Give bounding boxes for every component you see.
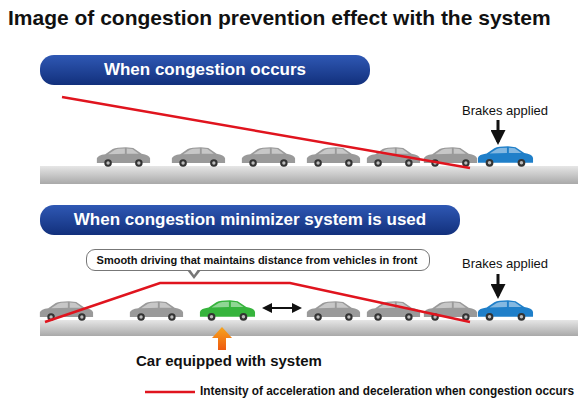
node-text: When congestion minimizer system is used <box>54 210 446 230</box>
grey-cars <box>40 301 477 321</box>
equipped-car <box>200 300 255 320</box>
legend-text: Intensity of acceleration and decelerati… <box>200 384 574 398</box>
brake-label: Brakes applied <box>462 256 548 271</box>
grey-cars <box>97 147 477 167</box>
system-car-label: Car equipped with system <box>136 352 322 369</box>
distance-arrow <box>264 307 300 309</box>
road <box>40 166 578 184</box>
brake-arrow <box>497 120 500 142</box>
brake-label: Brakes applied <box>462 103 548 118</box>
braking-car <box>478 300 533 320</box>
road <box>40 320 578 336</box>
section-banner: When congestion occurs <box>40 55 370 85</box>
indicator-arrow <box>212 327 232 350</box>
intensity-line <box>62 97 470 168</box>
diagram-title: Image of congestion prevention effect wi… <box>8 6 551 30</box>
callout-bubble: Smooth driving that maintains distance f… <box>86 249 431 271</box>
legend-line-sample <box>145 391 195 394</box>
intensity-line <box>45 283 470 322</box>
section-banner: When congestion minimizer system is used <box>40 205 460 235</box>
braking-car <box>478 146 533 166</box>
node-text: When congestion occurs <box>54 60 356 80</box>
node-text: Smooth driving that maintains distance f… <box>97 254 420 266</box>
brake-arrow <box>497 274 500 296</box>
